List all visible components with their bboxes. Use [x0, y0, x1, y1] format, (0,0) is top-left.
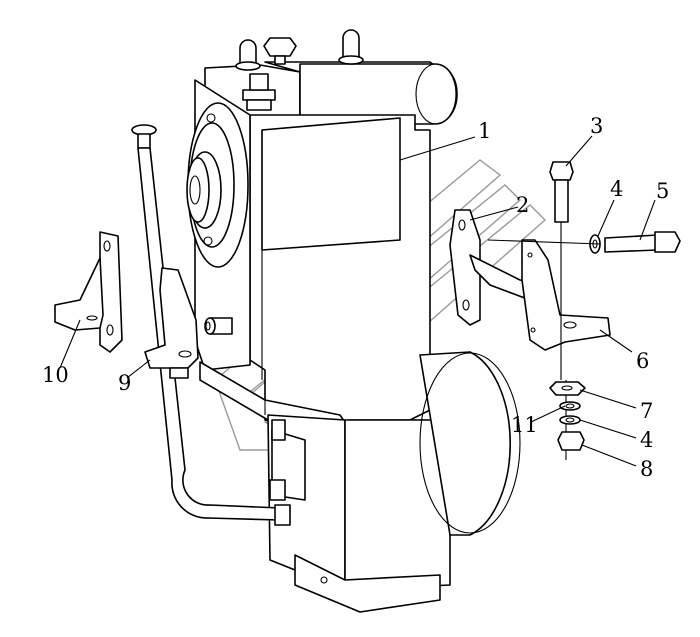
callout-8: 8: [640, 457, 653, 481]
callout-11: 11: [511, 413, 538, 437]
part-6-support: [521, 239, 611, 351]
gearbox-housing: [186, 29, 521, 613]
callout-4-lower: 4: [640, 428, 653, 452]
part-4-5-washer-bolt: [487, 231, 681, 254]
callout-1: 1: [478, 119, 491, 143]
callout-7: 7: [640, 399, 653, 423]
callout-numbers: 1 2 3 4 5 6 7 4 8 11 9 10: [42, 114, 669, 481]
part-7-11-4-8-stack: [549, 381, 586, 451]
part-9-bracket: [144, 267, 199, 379]
callout-3: 3: [590, 114, 603, 138]
callout-6: 6: [636, 349, 649, 373]
leader-lines: [59, 135, 656, 467]
callout-9: 9: [118, 371, 131, 395]
callout-5: 5: [656, 179, 669, 203]
callout-10: 10: [42, 363, 69, 387]
part-10-bracket: [54, 231, 123, 353]
callout-4-upper: 4: [610, 177, 623, 201]
rod-and-pipe: [131, 124, 291, 526]
callout-2: 2: [516, 193, 529, 217]
